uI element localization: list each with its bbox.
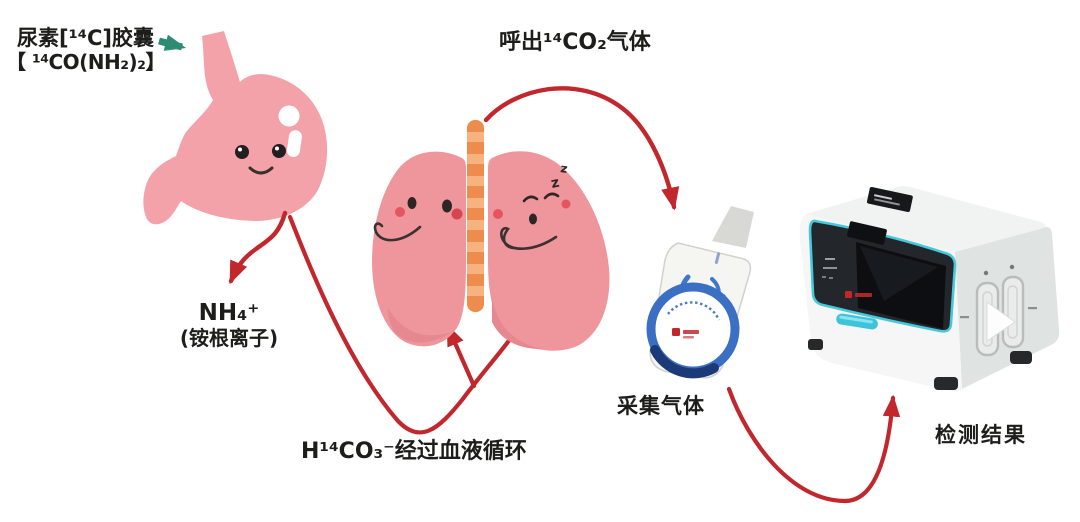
left-lung-face <box>373 197 463 242</box>
machine-screen-glare <box>860 246 938 301</box>
machine-side-ports <box>960 264 1037 357</box>
right-lung-shade <box>492 298 542 349</box>
device-ring-logo <box>646 282 740 379</box>
arrow-blood-circulation-to-lungs <box>287 214 524 435</box>
test-result-label: 检测结果 <box>935 423 1027 447</box>
capsule-arrow <box>158 34 187 51</box>
machine-side-pointer <box>986 301 1016 342</box>
ammonium-name: (铵根离子) <box>179 326 279 351</box>
left-lung-shade <box>388 308 452 343</box>
machine-brand-logo <box>845 291 872 298</box>
lungs-icon: z z <box>372 120 610 351</box>
capsule-label-line1: 尿素[¹⁴C]胶囊 <box>17 26 155 50</box>
machine-top-label <box>866 186 913 213</box>
sleep-mark-2: z <box>560 161 569 176</box>
left-lung-lobe <box>372 151 466 347</box>
trachea <box>467 120 484 312</box>
arrow-device-to-machine <box>726 386 901 504</box>
device-mouthpiece <box>712 206 754 248</box>
ammonium-formula: NH₄⁺ <box>198 300 260 326</box>
breath-collection-device-icon <box>646 206 754 379</box>
machine-top-face <box>806 186 1046 252</box>
stomach-highlight-2 <box>286 130 302 157</box>
arrow-stomach-to-ammonium <box>228 210 288 285</box>
stomach-highlight <box>278 105 300 127</box>
ammonium-label: NH₄⁺ (铵根离子) <box>158 300 300 351</box>
stomach-face <box>235 144 286 175</box>
stomach-icon <box>143 31 328 225</box>
blood-circulation-label: H¹⁴CO₃⁻经过血液循环 <box>301 439 527 464</box>
collect-gas-label: 采集气体 <box>617 394 705 418</box>
capsule-label-line2: 【 ¹⁴CO(NH₂)₂】 <box>6 49 165 74</box>
machine-feet <box>808 339 1032 390</box>
arrow-exhale-to-device <box>483 86 680 211</box>
right-lung-sleeping-face: z z <box>493 161 571 251</box>
capsule-label: 尿素[¹⁴C]胶囊 【 ¹⁴CO(NH₂)₂】 <box>6 26 165 74</box>
right-lung-lobe <box>488 151 610 351</box>
sleep-mark-1: z <box>550 175 561 192</box>
analyzer-machine-icon <box>799 186 1060 392</box>
exhale-gas-label: 呼出¹⁴CO₂气体 <box>499 30 651 55</box>
